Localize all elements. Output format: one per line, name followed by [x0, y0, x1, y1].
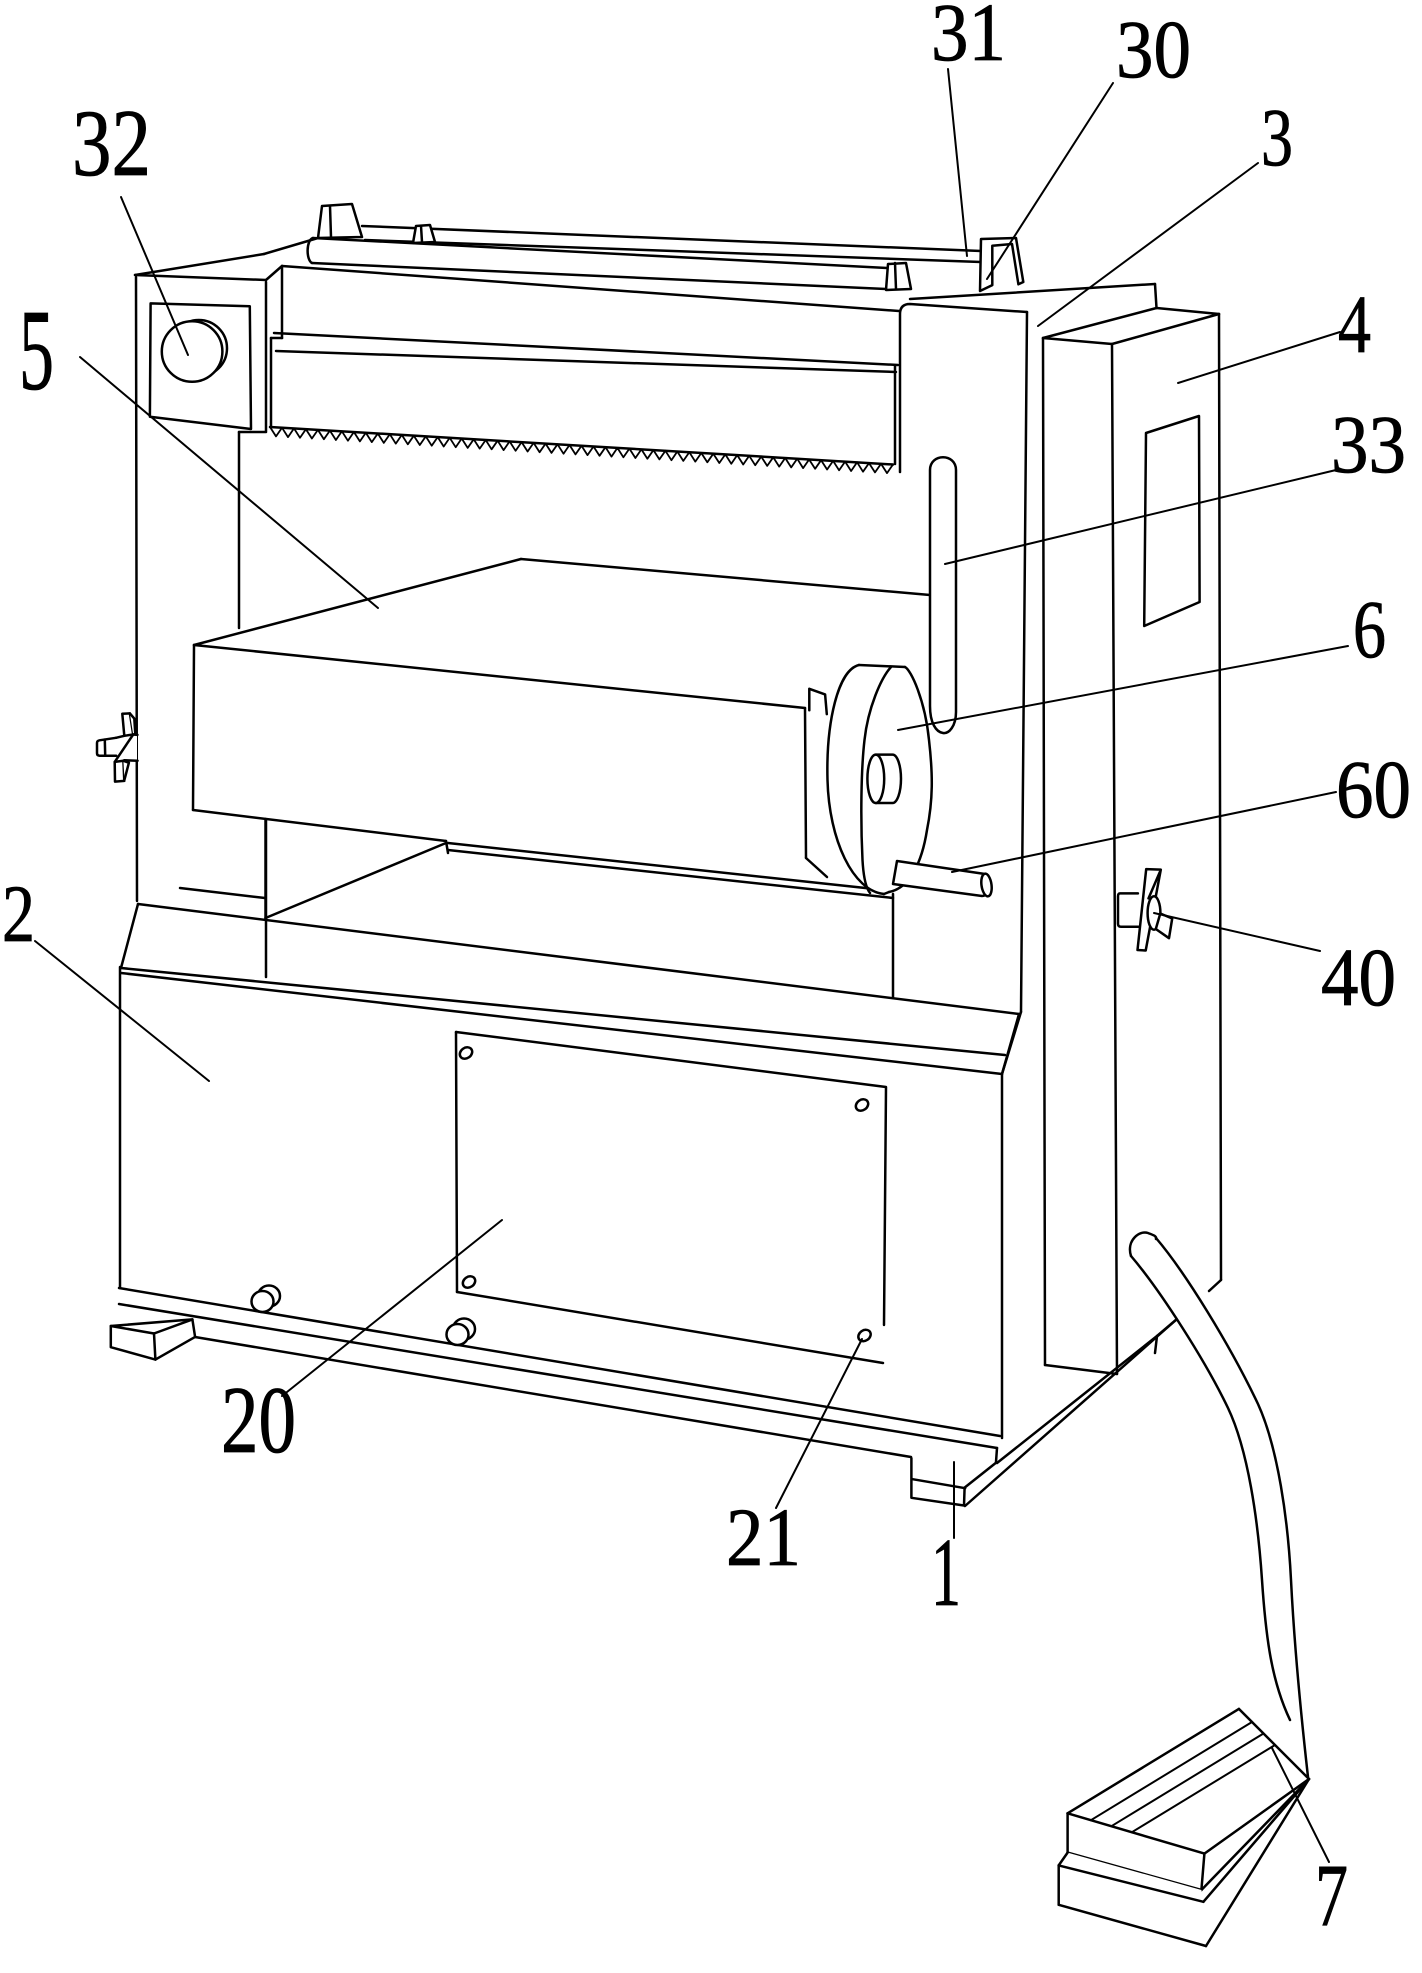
svg-text:2: 2 — [2, 868, 35, 959]
svg-text:31: 31 — [931, 0, 1006, 78]
svg-text:40: 40 — [1321, 931, 1396, 1023]
svg-text:60: 60 — [1336, 743, 1411, 835]
svg-text:20: 20 — [221, 1367, 296, 1473]
svg-text:4: 4 — [1338, 278, 1371, 370]
svg-text:1: 1 — [931, 1519, 961, 1627]
svg-text:21: 21 — [726, 1491, 801, 1583]
svg-text:7: 7 — [1315, 1847, 1348, 1945]
svg-text:30: 30 — [1116, 3, 1191, 95]
svg-text:32: 32 — [72, 90, 151, 196]
svg-text:3: 3 — [1261, 91, 1293, 183]
svg-text:6: 6 — [1353, 583, 1386, 675]
svg-text:5: 5 — [19, 287, 54, 415]
svg-text:33: 33 — [1331, 398, 1406, 490]
